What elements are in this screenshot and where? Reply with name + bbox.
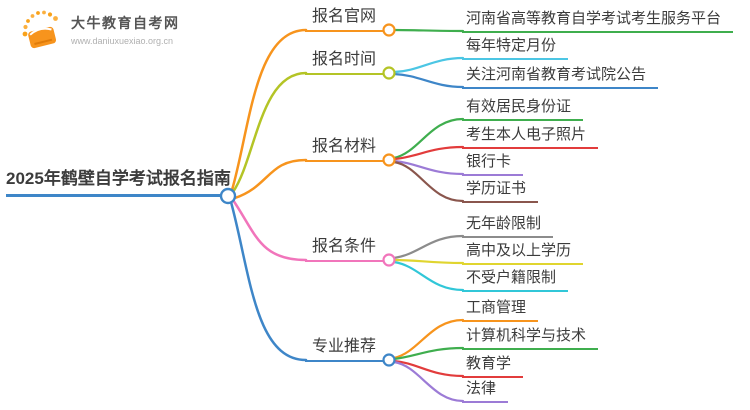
connector-photo: [392, 145, 465, 161]
connector-no-residency: [392, 260, 465, 292]
logo-site-name: 大牛教育自考网: [71, 14, 180, 31]
connector-majors: [229, 200, 308, 362]
materials-node-circle: [382, 153, 396, 167]
time-node-circle: [382, 66, 396, 80]
leaf-law: 法律: [462, 379, 509, 403]
connector-official-site: [230, 28, 308, 192]
leaf-business-management: 工商管理: [462, 298, 539, 322]
root-node-title: 2025年鹤壁自学考试报名指南: [6, 166, 231, 197]
branch-majors: 专业推荐: [305, 336, 383, 362]
connector-computer-sci: [392, 346, 465, 361]
leaf-photo: 考生本人电子照片: [462, 125, 599, 149]
connector-no-age-limit: [392, 234, 465, 260]
site-logo: 大牛教育自考网 www.daniuxuexiao.org.cn: [20, 8, 180, 50]
connector-business-mgmt: [392, 318, 465, 360]
connector-month: [392, 56, 465, 74]
leaf-no-residency-limit: 不受户籍限制: [462, 268, 569, 292]
connector-law: [392, 360, 465, 403]
branch-official-site: 报名官网: [305, 6, 383, 32]
logo-site-url: www.daniuxuexiao.org.cn: [71, 35, 174, 46]
leaf-high-school-or-above: 高中及以上学历: [462, 241, 584, 265]
root-node-circle: [219, 187, 237, 205]
branch-materials: 报名材料: [305, 136, 383, 162]
connector-platform: [392, 28, 465, 33]
connector-announcement: [392, 72, 465, 89]
leaf-id-card: 有效居民身份证: [462, 97, 584, 121]
conditions-node-circle: [382, 253, 396, 267]
connector-conditions: [231, 198, 308, 262]
connector-pedagogy: [392, 359, 465, 378]
logo-book-icon: [22, 10, 58, 49]
leaf-month: 每年特定月份: [462, 36, 569, 60]
logo-text: 大牛教育自考网 www.daniuxuexiao.org.cn: [71, 13, 180, 46]
connector-diploma: [392, 160, 465, 203]
connector-bank-card: [392, 159, 465, 176]
connector-high-school: [392, 258, 465, 265]
branch-conditions: 报名条件: [305, 236, 383, 262]
official-node-circle: [382, 23, 396, 37]
majors-node-circle: [382, 353, 396, 367]
connector-time: [231, 71, 308, 194]
leaf-diploma: 学历证书: [462, 179, 539, 203]
connector-id-card: [392, 117, 465, 160]
branch-time: 报名时间: [305, 49, 383, 75]
leaf-pedagogy: 教育学: [462, 354, 524, 378]
leaf-computer-science: 计算机科学与技术: [462, 326, 599, 350]
leaf-no-age-limit: 无年龄限制: [462, 214, 554, 238]
leaf-bank-card: 银行卡: [462, 152, 524, 176]
connector-materials: [233, 158, 308, 200]
leaf-announcement: 关注河南省教育考试院公告: [462, 65, 659, 89]
leaf-platform: 河南省高等教育自学考试考生服务平台: [462, 9, 734, 33]
